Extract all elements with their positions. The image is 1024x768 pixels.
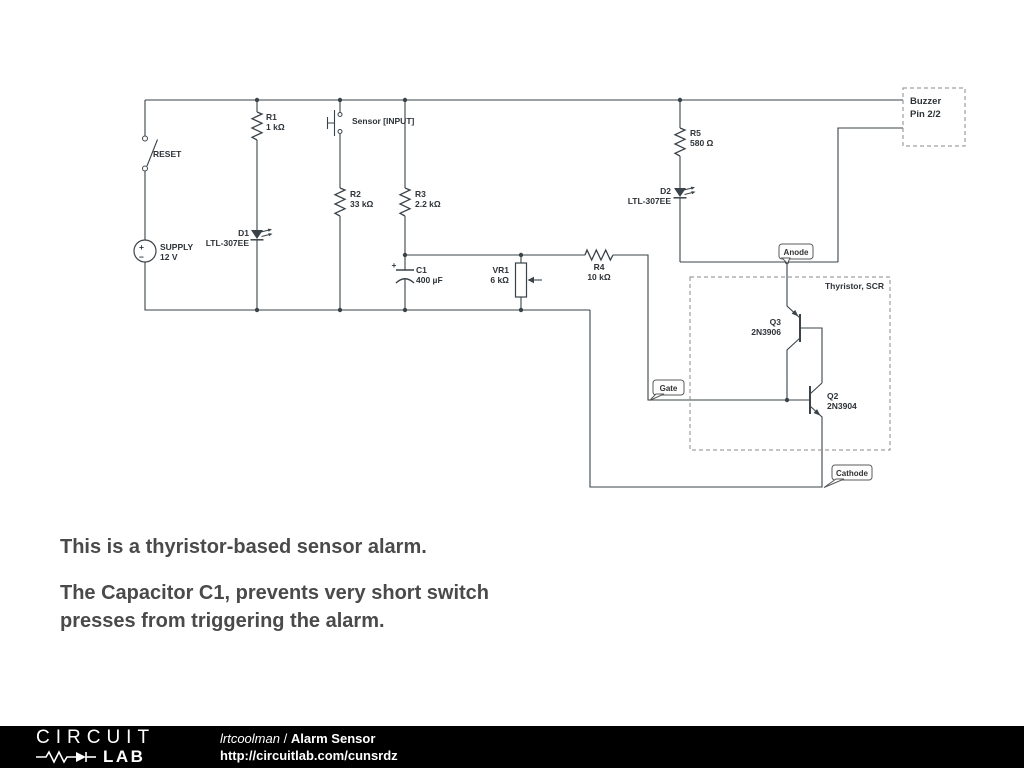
cathode-flag: Cathode — [823, 464, 873, 488]
anode-flag-label: Anode — [784, 248, 809, 257]
resistor-r2: R2 33 kΩ — [334, 187, 374, 217]
footer-divider: / — [283, 731, 288, 746]
c1-value: 400 µF — [416, 275, 443, 285]
c1-name: C1 — [416, 265, 427, 275]
circuit-wires — [144, 99, 903, 488]
buzzer-line2: Pin 2/2 — [910, 109, 941, 120]
vr1-name: VR1 — [492, 265, 509, 275]
vr1-value: 6 kΩ — [490, 275, 509, 285]
caption: This is a thyristor-based sensor alarm. … — [60, 536, 489, 635]
footer-author: lrtcoolman — [220, 731, 280, 746]
q2-name: Q2 — [827, 391, 839, 401]
caption-line-2b: presses from triggering the alarm. — [60, 610, 385, 632]
transistor-q2: Q2 2N3904 — [809, 386, 857, 416]
scr-box: Thyristor, SCR — [689, 276, 891, 451]
logo-resistor-diode-icon — [36, 749, 96, 764]
footer-meta: lrtcoolman / Alarm Sensor http://circuit… — [220, 730, 398, 764]
potentiometer-vr1: VR1 6 kΩ — [490, 262, 542, 298]
capacitor-c1: + C1 400 µF — [392, 260, 443, 285]
supply-name: SUPPLY — [160, 242, 194, 252]
r3-name: R3 — [415, 189, 426, 199]
transistor-q3: Q3 2N3906 — [751, 309, 801, 342]
anode-flag: Anode — [778, 243, 814, 265]
resistor-r4: R4 10 kΩ — [584, 249, 614, 282]
r1-value: 1 kΩ — [266, 122, 285, 132]
logo-lab-text: LAB — [103, 746, 146, 766]
sensor-pushbutton: Sensor [INPUT] — [326, 110, 415, 136]
led-d1: D1 LTL-307EE — [206, 227, 274, 248]
caption-line-1: This is a thyristor-based sensor alarm. — [60, 536, 427, 558]
circuit-schematic: RESET + − SUPPLY 12 V R1 1 kΩ Sensor [IN… — [133, 87, 966, 488]
led-d2: D2 LTL-307EE — [628, 185, 697, 206]
reset-label: RESET — [153, 149, 182, 159]
sensor-label: Sensor [INPUT] — [352, 116, 415, 126]
r4-name: R4 — [594, 262, 605, 272]
supply-source: + − SUPPLY 12 V — [133, 239, 194, 263]
r1-name: R1 — [266, 112, 277, 122]
d1-value: LTL-307EE — [206, 238, 250, 248]
circuitlab-logo: CIRCUIT LAB — [36, 727, 156, 766]
c1-plus: + — [392, 260, 397, 270]
gate-flag-label: Gate — [660, 384, 678, 393]
buzzer-line1: Buzzer — [910, 96, 941, 107]
resistor-r1: R1 1 kΩ — [251, 111, 285, 141]
supply-plus: + — [139, 242, 144, 252]
r2-value: 33 kΩ — [350, 199, 374, 209]
resistor-r5: R5 580 Ω — [674, 127, 714, 157]
q3-name: Q3 — [770, 317, 782, 327]
d2-name: D2 — [660, 186, 671, 196]
footer-bar: CIRCUIT LAB lrtcoolman / Alarm Sensor ht… — [0, 726, 1024, 768]
footer-circuit-title: Alarm Sensor — [290, 731, 376, 746]
footer-title-line: lrtcoolman / Alarm Sensor — [220, 730, 398, 747]
q3-value: 2N3906 — [751, 327, 781, 337]
r5-value: 580 Ω — [690, 138, 714, 148]
cathode-flag-label: Cathode — [836, 469, 869, 478]
logo-bottom-row: LAB — [36, 746, 155, 766]
reset-switch: RESET — [142, 135, 182, 172]
r3-value: 2.2 kΩ — [415, 199, 441, 209]
buzzer-box: Buzzer Pin 2/2 — [902, 87, 966, 147]
d1-name: D1 — [238, 228, 249, 238]
footer-url[interactable]: http://circuitlab.com/cunsrdz — [220, 748, 398, 763]
supply-minus: − — [139, 252, 144, 262]
gate-flag: Gate — [649, 379, 685, 401]
d2-value: LTL-307EE — [628, 196, 672, 206]
caption-line-2a: The Capacitor C1, prevents very short sw… — [60, 582, 490, 604]
logo-circuit-text: CIRCUIT — [36, 727, 156, 748]
supply-value: 12 V — [160, 252, 178, 262]
r4-value: 10 kΩ — [587, 272, 611, 282]
r2-name: R2 — [350, 189, 361, 199]
r5-name: R5 — [690, 128, 701, 138]
junction-dots — [254, 97, 790, 403]
scr-box-label: Thyristor, SCR — [825, 281, 884, 291]
q2-value: 2N3904 — [827, 401, 857, 411]
resistor-r3: R3 2.2 kΩ — [399, 187, 441, 217]
